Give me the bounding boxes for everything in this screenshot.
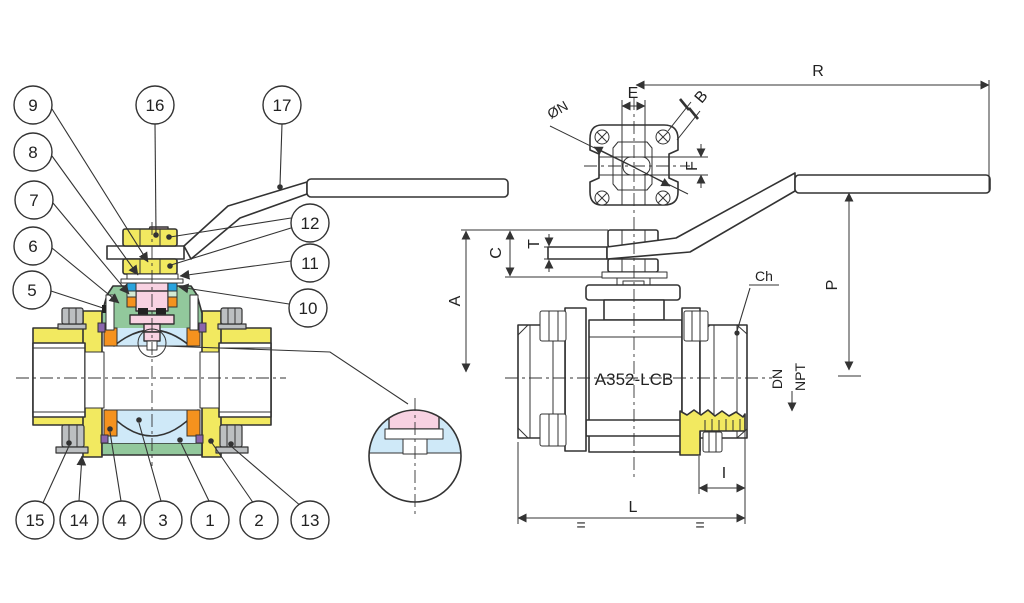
balloon-circle — [12, 270, 52, 310]
balloon-number: 3 — [158, 511, 167, 530]
balloon-item-8: 8 — [13, 132, 53, 172]
balloon-item-12: 12 — [290, 203, 330, 243]
bonnet-slot-left — [105, 294, 115, 331]
balloon-item-2: 2 — [239, 500, 279, 540]
balloon-number: 15 — [26, 511, 45, 530]
balloon-number: 17 — [273, 96, 292, 115]
balloon-circle — [13, 226, 53, 266]
dim-label-R: R — [812, 63, 824, 80]
dim-label-NPT: NPT — [792, 363, 808, 391]
dim-label-DN: DN — [769, 369, 785, 389]
balloon-number: 9 — [28, 96, 37, 115]
balloon-number: 10 — [299, 299, 318, 318]
balloon-circle — [288, 288, 328, 328]
bonnet-gasket — [102, 305, 106, 313]
balloon-number: 2 — [254, 511, 263, 530]
balloon-circle — [13, 132, 53, 172]
dim-label-I: I — [722, 465, 726, 482]
threaded-port-left — [32, 342, 105, 418]
balloon-leaders — [41, 108, 303, 508]
balloon-circle — [190, 500, 230, 540]
balloon-circle — [239, 500, 279, 540]
balloon-circle — [290, 243, 330, 283]
dim-label-eq: = — [576, 517, 585, 534]
balloon-circle — [102, 500, 142, 540]
balloon-number: 7 — [29, 191, 38, 210]
dim-label-F: F — [684, 161, 701, 171]
balloon-number: 6 — [28, 237, 37, 256]
mounting-pad-top-view — [589, 100, 708, 206]
balloon-number: 12 — [301, 214, 320, 233]
balloon-number: 13 — [301, 511, 320, 530]
balloon-circle — [143, 500, 183, 540]
dim-label-C: C — [488, 247, 505, 259]
balloon-item-10: 10 — [288, 288, 328, 328]
balloon-item-17: 17 — [262, 85, 302, 125]
balloon-number: 8 — [28, 143, 37, 162]
balloon-item-9: 9 — [13, 85, 53, 125]
valve-body-side: A352-LCB — [517, 307, 748, 456]
bonnet-slot-right — [189, 294, 199, 331]
balloon-item-14: 14 — [59, 500, 99, 540]
threaded-port-right — [199, 342, 272, 418]
balloon-number: 1 — [205, 511, 214, 530]
balloon-item-6: 6 — [13, 226, 53, 266]
dimensions — [461, 80, 990, 524]
ball-seats — [103, 327, 201, 437]
balloon-item-5: 5 — [12, 270, 52, 310]
dim-label-A: A — [447, 295, 464, 306]
handle-lever — [183, 178, 509, 260]
body-seals — [97, 322, 207, 444]
pad-bolt-holes — [594, 129, 671, 206]
dim-label-B: B — [692, 88, 712, 107]
dim-label-eq: = — [695, 517, 704, 534]
dim-label-T: T — [526, 239, 543, 249]
dim-label-Ch: Ch — [755, 268, 773, 284]
balloon-item-4: 4 — [102, 500, 142, 540]
balloon-item-13: 13 — [290, 500, 330, 540]
balloon-number: 16 — [146, 96, 165, 115]
balloon-number: 5 — [27, 281, 36, 300]
balloon-number: 4 — [117, 511, 126, 530]
balloon-circle — [135, 85, 175, 125]
balloon-item-11: 11 — [290, 243, 330, 283]
dim-label-E: E — [628, 85, 639, 102]
balloon-circle — [290, 203, 330, 243]
balloon-circle — [14, 180, 54, 220]
balloon-circle — [15, 500, 55, 540]
balloon-circle — [262, 85, 302, 125]
balloon-circle — [59, 500, 99, 540]
balloon-item-16: 16 — [135, 85, 175, 125]
balloon-item-15: 15 — [15, 500, 55, 540]
balloon-item-7: 7 — [14, 180, 54, 220]
dim-label-L: L — [629, 499, 638, 516]
balloon-number: 14 — [70, 511, 89, 530]
npt-thread-cutaway — [679, 409, 746, 456]
dimension-view: A352-LCB — [461, 80, 991, 524]
dim-label-P: P — [824, 280, 841, 291]
balloon-item-3: 3 — [143, 500, 183, 540]
dim-label-ON: ØN — [544, 97, 570, 121]
stem-nuts — [122, 228, 179, 280]
stem-stack-side — [547, 172, 991, 321]
body-bolts — [55, 307, 249, 454]
balloon-item-1: 1 — [190, 500, 230, 540]
balloon-number: 11 — [301, 254, 319, 273]
balloon-circle — [290, 500, 330, 540]
body-bolt-nuts-side — [539, 310, 709, 447]
balloon-circle — [13, 85, 53, 125]
